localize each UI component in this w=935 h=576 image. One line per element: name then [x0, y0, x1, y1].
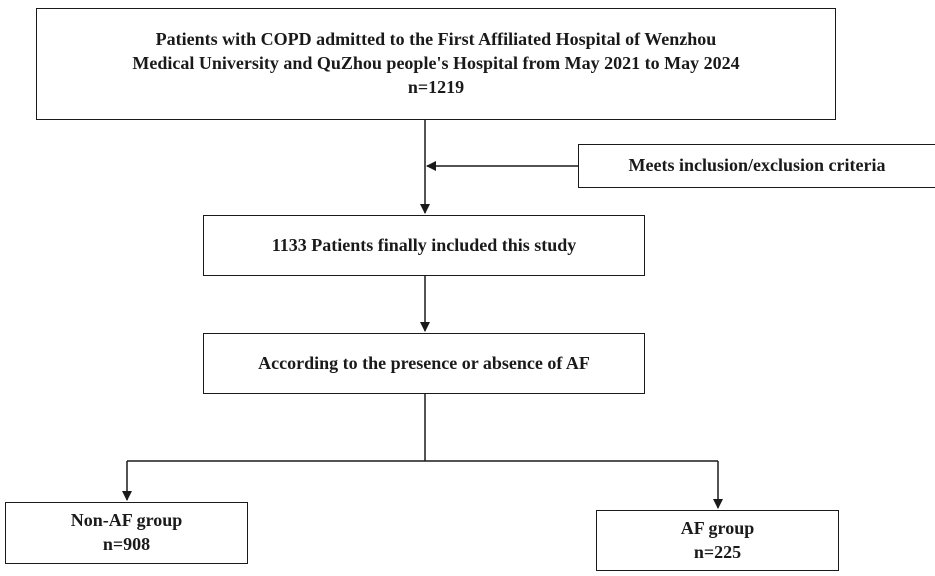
grouping-label: According to the presence or absence of …: [258, 352, 590, 373]
af-group-box: AF group n=225: [596, 510, 839, 571]
non-af-group-name: Non-AF group: [70, 510, 183, 531]
non-af-group-box: Non-AF group n=908: [5, 502, 248, 564]
af-group-count: n=225: [693, 541, 742, 562]
included-box: 1133 Patients finally included this stud…: [203, 215, 645, 276]
criteria-box: Meets inclusion/exclusion criteria: [578, 144, 935, 188]
source-population-box: Patients with COPD admitted to the First…: [36, 8, 836, 120]
grouping-box: According to the presence or absence of …: [203, 333, 645, 394]
af-group-name: AF group: [680, 517, 755, 538]
source-population-line1: Patients with COPD admitted to the First…: [155, 29, 717, 50]
source-population-line2: Medical University and QuZhou people's H…: [132, 53, 740, 74]
criteria-label: Meets inclusion/exclusion criteria: [628, 155, 886, 176]
non-af-group-count: n=908: [102, 534, 151, 554]
included-label: 1133 Patients finally included this stud…: [271, 234, 577, 255]
source-population-count: n=1219: [407, 76, 465, 97]
